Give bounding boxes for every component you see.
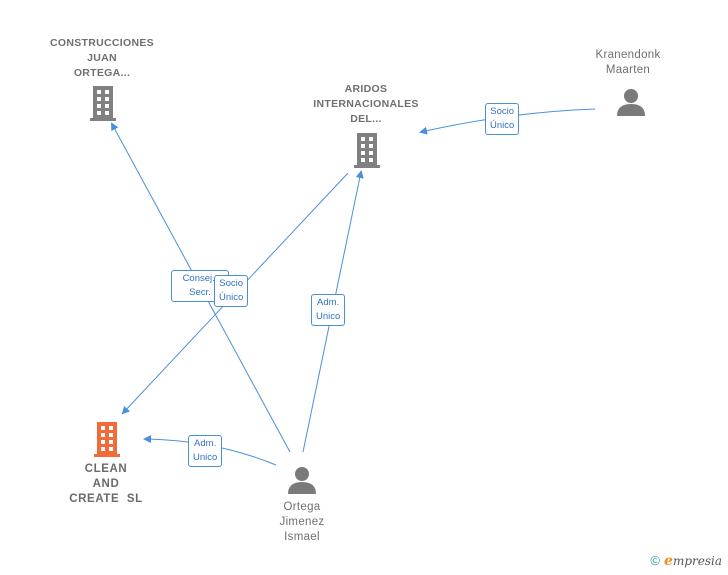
building-icon[interactable] [351, 131, 383, 169]
label-line: JUAN [87, 52, 117, 64]
edge-label-line: Único [490, 120, 515, 131]
node-kranendonk-label[interactable]: Kranendonk Maarten [578, 48, 678, 78]
edge-label-line: Unico [316, 311, 341, 322]
label-line: DEL... [350, 113, 382, 125]
copyright-symbol: © [650, 553, 661, 568]
brand-initial: e [664, 553, 673, 569]
edge-label-line: Socio [490, 106, 515, 117]
edge-label-line: Socio [219, 278, 244, 289]
label-line: Ismael [284, 531, 320, 543]
edge-label-line: Unico [193, 452, 218, 463]
node-construcciones-label[interactable]: CONSTRUCCIONES JUAN ORTEGA... [36, 36, 168, 81]
label-line: CONSTRUCCIONES [50, 37, 154, 49]
node-clean-label[interactable]: CLEAN AND CREATE SL [46, 462, 166, 507]
person-icon[interactable] [615, 86, 647, 118]
edge-label-line: Consej.. [182, 273, 218, 284]
label-line: CLEAN [84, 463, 128, 475]
edge-label-socio-unico[interactable]: Socio Único [214, 275, 249, 307]
edge-label-line: Secr. [189, 287, 211, 298]
edge-label-adm-aridos[interactable]: Adm. Unico [311, 294, 346, 326]
empresia-logo: empresia [664, 553, 722, 569]
edge-label-line: Adm. [194, 438, 217, 449]
edge-label-line: Único [219, 292, 244, 303]
label-line: Maarten [605, 64, 651, 76]
label-line: ARIDOS [344, 83, 388, 95]
edge-label-adm-clean[interactable]: Adm. Unico [188, 435, 223, 467]
edge-label-kranendonk-aridos[interactable]: Socio Único [485, 103, 520, 135]
label-line: INTERNACIONALES [313, 98, 419, 110]
label-line: CREATE SL [69, 493, 143, 505]
edge-label-line: Adm. [317, 297, 340, 308]
node-ortega-label[interactable]: Ortega Jimenez Ismael [250, 500, 354, 545]
main-building-icon[interactable] [91, 420, 123, 458]
building-icon[interactable] [87, 84, 119, 122]
brand-name: mpresia [672, 554, 722, 568]
label-line: Kranendonk [595, 49, 661, 61]
node-aridos-label[interactable]: ARIDOS INTERNACIONALES DEL... [300, 82, 432, 127]
label-line: AND [92, 478, 120, 490]
footer-brand: ©empresia [650, 553, 722, 569]
label-line: Jimenez [279, 516, 325, 528]
label-line: ORTEGA... [73, 67, 131, 79]
label-line: Ortega [283, 501, 321, 513]
person-icon[interactable] [286, 464, 318, 496]
